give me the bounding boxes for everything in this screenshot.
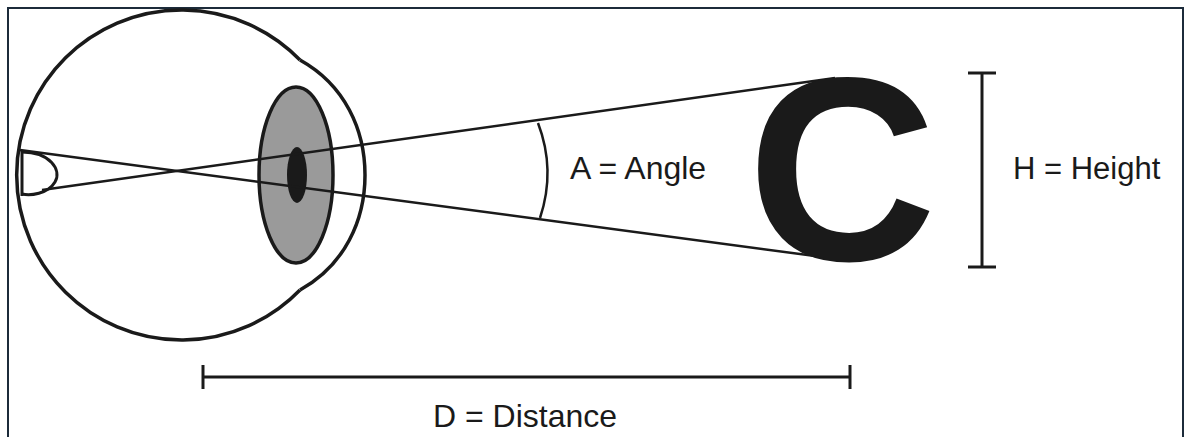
optotype-letter: C [747,39,936,301]
distance-bracket [849,365,852,389]
lens [259,87,333,263]
distance-label: D = Distance [433,400,617,432]
height-bracket [981,73,984,267]
height-label: H = Height [1013,153,1160,184]
height-bracket [968,266,996,269]
distance-bracket [202,365,205,389]
retina-edge [21,150,24,196]
angle-label: A = Angle [570,152,706,184]
height-bracket [968,72,996,75]
ray [42,78,835,190]
ray [20,150,830,258]
distance-bracket [203,376,850,379]
angle-arc [538,123,548,218]
frame [8,8,1183,437]
